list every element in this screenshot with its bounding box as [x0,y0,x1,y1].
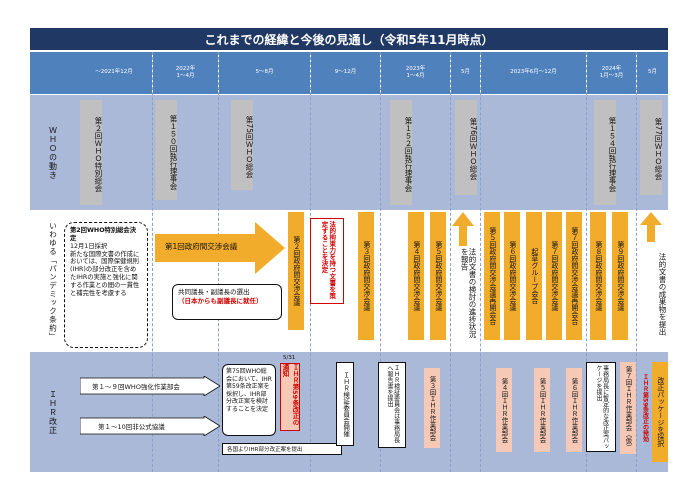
wg1-arrow [80,376,220,396]
header-col-3: 5～8月 [218,52,310,94]
inb5-resumed: 第５回政府間交渉会議再開会合 [484,212,500,340]
header-col-8: 2024年 1月～3月 [586,52,636,94]
inb9: 第９回政府間交渉会議 [612,212,628,340]
review-committee: ＩＨＲ検証委員会開催 [336,362,354,446]
who-event-wha76: 第76回ＷＨＯ総会 [455,100,478,195]
inb7-resumed: 第７回政府間交渉会議再開会合 [566,212,582,340]
date-531: 5/31 [283,355,296,361]
proposals-bar: 各国よりIHR部分改正案を提出 [222,443,342,455]
drafting-group: 起草グループ会合 [526,212,542,340]
wg2-arrow [80,416,220,436]
who-event-eb154: 第１５４回執行理事会 [594,100,617,205]
inb1-arrow [155,222,285,274]
header-col-1: ～2021年12月 [76,52,152,94]
wg1-label: 第１～９回WHO強化作業部会 [92,383,180,391]
inb2: 第２回政府間交渉会議 [288,212,304,330]
inb1-label: 第1回政府間交渉会議 [165,242,238,251]
who-event-eb150: 第１５０回執行理事会 [155,100,178,200]
special-session-callout: 第2回WHO特別総会決定 12月1日採択 新たな国際文書の作成においては、国際保… [64,222,148,348]
inb7: 第７回政府間交渉会議 [546,212,562,340]
report-up-arrow [452,212,474,246]
callout-title: 第2回WHO特別総会決定 [70,227,137,242]
header-col-5: 2023年 1～4月 [380,52,450,94]
interim-package: 事務局長に暫定的な改正案パッケージを提出 [586,362,616,452]
header-col-9: 5月 [636,52,668,94]
header-col-4: 9～12月 [310,52,380,94]
submit-outcome: 法的文書の成果物を提出 [658,252,667,336]
ihr-wg3: 第３回ＩＨＲ作業部会 [424,368,440,448]
header-col-7: 2023年6月～12月 [480,52,586,94]
header-col-2: 2022年 1～4月 [152,52,218,94]
who-event-wha77: 第77回ＷＨＯ総会 [640,100,663,195]
who-band [30,95,668,210]
report-progress: 法的文書の検討の進捗状況を報告 [460,248,477,338]
ihr-wg6: 第６回ＩＨＲ作業部会 [566,368,582,452]
inb4: 第４回政府間交渉会議 [408,212,424,340]
inb5: 第５回政府間交渉会議 [430,212,446,340]
who-event-wha75: 第75回ＷＨＯ総会 [231,100,254,190]
header-col-6: 5月 [450,52,480,94]
row-label-ihr: ＩＨＲ改正 [48,389,58,435]
wg2-label: 第１～10回非公式協議 [98,423,165,431]
legal-binding-box: 法的拘束力を持つ文書を策定することを決定 [310,218,344,304]
proposals-label: 各国よりIHR部分改正案を提出 [227,447,303,453]
review-report: ＩＨＲ検証委員会は事務局長へ報告書を提出 [378,362,406,448]
adopt-package: 改正パッケージを採択 [652,362,668,462]
row-label-who: ＷＨＯの動き [48,125,58,180]
submit-up-arrow [640,212,662,242]
art59-notice: ＩＨＲ第59条改正の通知 [280,363,300,431]
wha75-decision: 第75回WHO総会において、IHR第59条改正案を採択し、IHR部分改正案を検討… [222,364,276,436]
who-event-special-session: 第２回ＷＨＯ特別総会 [80,100,103,205]
ihr-wg5: 第５回ＩＨＲ作業部会 [534,368,550,452]
art59-effect: ＩＨＲ第59条改正の発効 [641,373,649,443]
inb8: 第８回政府間交渉会議 [590,212,606,340]
ihr-wg4: 第４回ＩＨＲ作業部会 [496,368,512,452]
inb3: 第３回政府間交渉会議 [358,212,374,340]
callout-body: 12月1日採択 新たな国際文書の作成においては、国際保健規則(IHR)の部分改正… [70,242,140,297]
page-title: これまでの経緯と今後の見通し（令和5年11月時点） [30,28,668,50]
election-note: （日本からも副議長に就任） [178,296,263,305]
who-event-eb152: 第１５２回執行理事会 [390,100,413,205]
row-label-pandemic: いわゆる「パンデミック条約」 [48,221,58,341]
election-box: 共同議長・副議長の選出 （日本からも副議長に就任） [172,284,282,320]
inb6: 第６回政府間交渉会議 [504,212,520,340]
election-label: 共同議長・副議長の選出 [178,288,250,296]
ihr-wg7: 第７回ＩＨＲ作業部会（仮） [620,362,636,454]
